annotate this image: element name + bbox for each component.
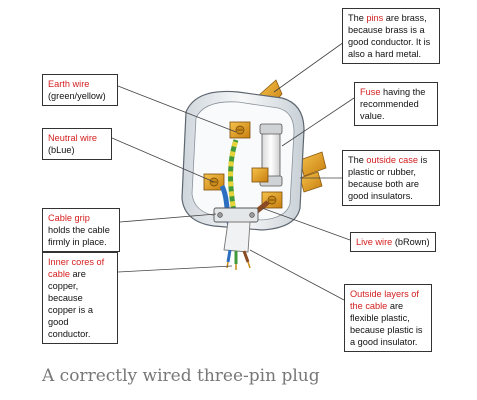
core-brown-end <box>242 250 250 263</box>
callout-fuse: Fuse having the recommended value. <box>354 82 438 126</box>
leader-inner-cores <box>117 265 233 273</box>
right-pin-upper <box>299 151 327 177</box>
callout-live-wire: Live wire (bRown) <box>350 232 436 252</box>
callout-earth-wire: Earth wire(green/yellow) <box>42 74 118 106</box>
callout-inner-cores: Inner cores of cable are copper, because… <box>42 252 118 344</box>
right-pin-lower <box>299 171 323 193</box>
callout-cable-grip: Cable grip holds the cable firmly in pla… <box>42 208 120 252</box>
leader-live <box>261 207 351 241</box>
diagram-caption: A correctly wired three-pin plug <box>42 366 320 386</box>
callout-outside-layers: Outside layers of the cable are flexible… <box>344 284 432 352</box>
callout-pins: The pins are brass, because brass is a g… <box>342 8 440 64</box>
outer-cable <box>223 221 251 253</box>
leader-fuse <box>281 97 355 147</box>
leader-outside-layers <box>249 249 345 301</box>
core-blue-end <box>226 249 232 263</box>
fuse-cap-top <box>259 123 283 135</box>
leader-cable-grip <box>119 213 217 223</box>
leader-neutral <box>111 137 215 183</box>
callout-outside-case: The outside case is plastic or rubber, b… <box>342 150 440 206</box>
fuse-clip-terminal <box>251 167 269 183</box>
leader-earth <box>117 85 237 133</box>
callout-neutral-wire: Neutral wire(bLue) <box>42 128 112 160</box>
leader-pins <box>273 41 345 93</box>
